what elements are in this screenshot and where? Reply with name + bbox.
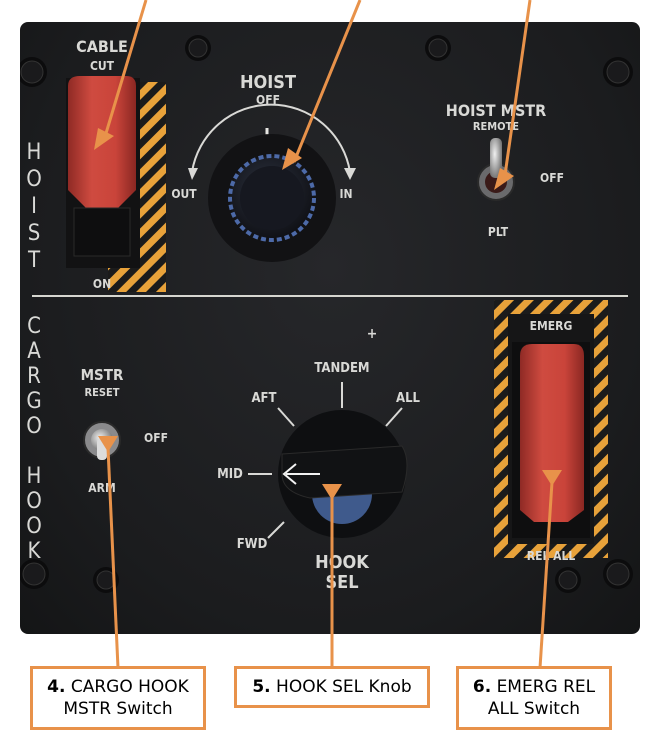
- hook-sel-title-hook: HOOK: [315, 552, 370, 573]
- hook-sel-aft-label: AFT: [251, 391, 276, 406]
- cargo-hook-section-label: CARGO HOOK: [22, 314, 47, 564]
- hoist-knob[interactable]: [208, 134, 336, 262]
- mstr-reset-reset-label: RESET: [84, 386, 119, 399]
- emerg-label: EMERG: [530, 319, 573, 333]
- screw-icon: [603, 559, 633, 589]
- hoist-knob-title: HOIST: [240, 72, 296, 93]
- hoist-in-label: IN: [339, 187, 352, 201]
- arrow-right-icon: [344, 168, 356, 180]
- hoist-mstr-title: HOIST MSTR: [446, 101, 546, 120]
- hoist-out-label: OUT: [171, 187, 197, 201]
- callout-text: MSTR Switch: [63, 699, 173, 719]
- hoist-mstr-toggle[interactable]: [477, 138, 515, 201]
- mstr-reset-off-label: OFF: [144, 431, 168, 445]
- screw-icon: [555, 567, 581, 593]
- screw-icon: [17, 57, 47, 87]
- callout-text: CARGO HOOK: [70, 677, 189, 697]
- mstr-reset-title: MSTR: [81, 366, 124, 384]
- hook-sel-knob[interactable]: [278, 410, 408, 538]
- emerg-rel-all-guard[interactable]: [512, 342, 590, 538]
- callout-number: 5.: [252, 677, 271, 697]
- callout-text: HOOK SEL Knob: [276, 677, 412, 697]
- callout-emerg-rel-all-switch: 6. EMERG REL ALL Switch: [456, 666, 612, 730]
- hoist-off-label: OFF: [256, 93, 280, 107]
- hook-sel-ticks: [248, 382, 403, 539]
- hook-sel-mid-label: MID: [217, 467, 243, 482]
- arrow-left-icon: [188, 168, 198, 180]
- hook-sel-tandem-label: TANDEM: [314, 361, 369, 376]
- cargo-hook-mstr-switch[interactable]: [83, 421, 121, 460]
- cargo-hook-control-panel: HOIST CARGO HOOK CABLE CUT ON HOIST OFF …: [17, 22, 640, 634]
- rel-all-label: REL ALL: [527, 549, 576, 563]
- cable-cut-guard[interactable]: [68, 76, 136, 257]
- panel-graphics: HOIST CARGO HOOK CABLE CUT ON HOIST OFF …: [17, 35, 633, 593]
- callout-number: 4.: [47, 677, 66, 697]
- hoist-mstr-off-label: OFF: [540, 171, 564, 185]
- hoist-mstr-plt-label: PLT: [488, 225, 509, 239]
- screw-icon: [603, 57, 633, 87]
- cable-cut-hazard-stripe: [108, 82, 166, 292]
- hook-sel-all-label: ALL: [396, 391, 421, 406]
- screw-icon: [425, 35, 451, 61]
- cut-label: CUT: [90, 59, 115, 73]
- hoist-section-label: HOIST: [22, 140, 47, 275]
- cable-cut-on-label: ON: [93, 277, 111, 291]
- hoist-mstr-remote-label: REMOTE: [473, 120, 519, 133]
- hook-sel-fwd-label: FWD: [237, 537, 268, 552]
- screw-icon: [185, 35, 211, 61]
- callout-text: ALL Switch: [487, 699, 581, 719]
- callout-cargo-hook-mstr-switch: 4. CARGO HOOK MSTR Switch: [30, 666, 206, 730]
- screw-icon: [93, 567, 119, 593]
- cable-label: CABLE: [76, 37, 128, 56]
- plus-mark: +: [367, 326, 378, 342]
- callout-hook-sel-knob: 5. HOOK SEL Knob: [234, 666, 430, 708]
- callout-text: EMERG REL: [496, 677, 596, 697]
- hook-sel-title-sel: SEL: [325, 572, 358, 593]
- callout-number: 6.: [472, 677, 492, 697]
- screw-icon: [19, 559, 49, 589]
- mstr-reset-arm-label: ARM: [88, 481, 115, 495]
